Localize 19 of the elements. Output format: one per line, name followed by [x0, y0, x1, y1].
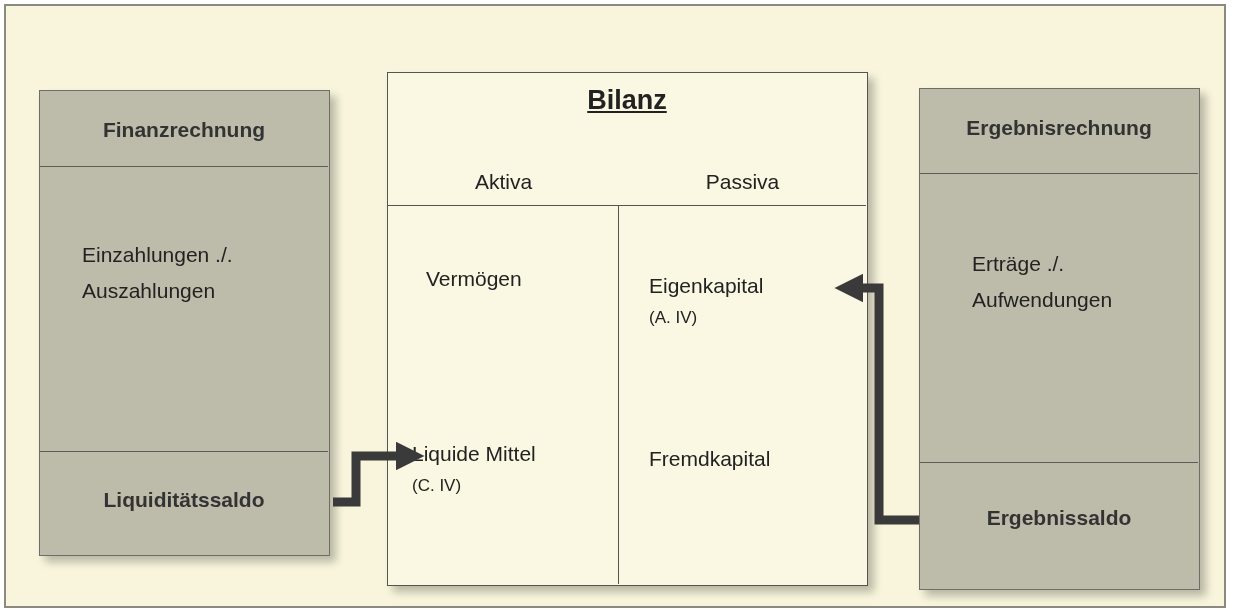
note-text: (C. IV)	[412, 475, 463, 497]
statement-panel	[919, 88, 1200, 590]
column-heading: Aktiva	[473, 169, 534, 195]
section-heading: Ergebnissaldo	[985, 505, 1133, 531]
item-text: Fremdkapital	[649, 446, 772, 472]
item-text: Eigenkapital	[649, 273, 765, 299]
item-text: Vermögen	[426, 266, 523, 292]
sheet-title: Bilanz	[586, 87, 668, 113]
balance-sheet	[387, 72, 868, 586]
section-heading: Liquiditätssaldo	[102, 487, 266, 513]
body-text: Einzahlungen ./. Auszahlungen	[82, 242, 234, 304]
arrow	[834, 273, 919, 525]
arrow	[333, 441, 425, 507]
column-heading: Passiva	[704, 169, 781, 195]
note-text: (A. IV)	[649, 307, 699, 329]
statement-panel	[39, 90, 330, 556]
section-heading: Finanzrechnung	[101, 117, 267, 143]
section-heading: Ergebnisrechnung	[965, 115, 1153, 141]
body-text: Erträge ./. Aufwendungen	[972, 251, 1114, 313]
